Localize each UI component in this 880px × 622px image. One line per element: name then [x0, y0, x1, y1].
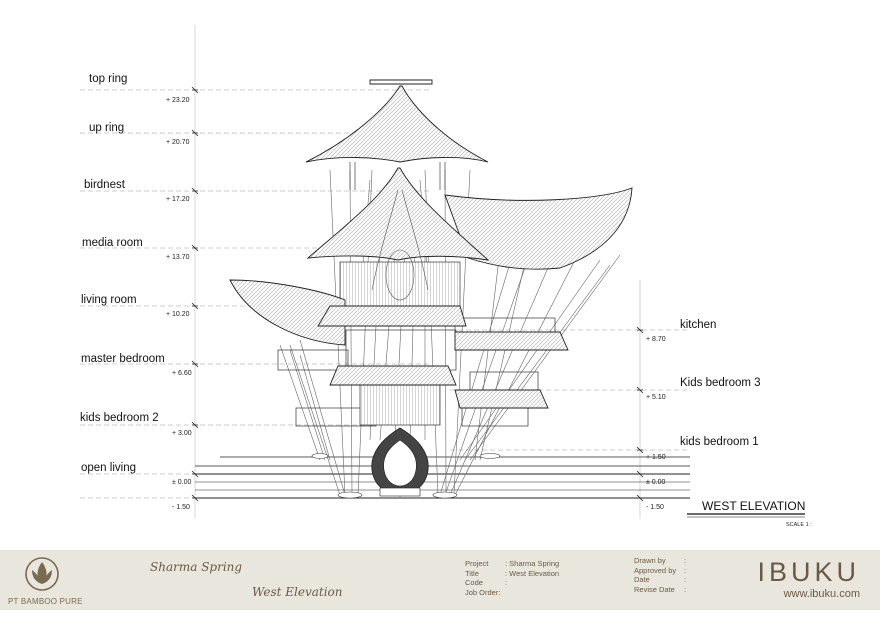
approved-by-colon: :	[684, 565, 687, 575]
level-label-top-ring: top ring	[89, 73, 127, 85]
approved-by-label: Approved by	[634, 565, 677, 575]
level-label-media-room: media room	[82, 237, 143, 249]
level-label-kitchen: kitchen	[680, 319, 716, 331]
level-value-kids-bedroom-1: + 1.50	[646, 454, 666, 461]
code-label: Code	[465, 578, 483, 588]
project-meta: Project : Sharma Spring Title : West Eleva…	[465, 559, 559, 597]
kids-bedroom-3-roof	[454, 389, 549, 409]
level-label-kids-bedroom-3: Kids bedroom 3	[680, 377, 761, 389]
level-label-up-ring: up ring	[89, 122, 124, 134]
level-value-kitchen: + 8.70	[646, 336, 666, 343]
project-value: : Sharma Spring	[505, 559, 560, 568]
job-order-label: Job Order:	[465, 587, 501, 597]
roofs	[229, 79, 633, 409]
living-room-roof	[317, 305, 467, 327]
drawn-by-colon: :	[684, 556, 687, 565]
kitchen-roof	[454, 331, 569, 351]
code-value: :	[505, 578, 508, 588]
level-value-top-ring: + 23.20	[166, 97, 190, 104]
left-swoop-roof	[229, 279, 346, 346]
top-ring-roof	[369, 79, 433, 85]
level-value-basement: - 1.50	[172, 504, 190, 511]
revise-date-label: Revise Date	[634, 584, 675, 594]
title-label: Title	[465, 568, 479, 578]
level-value-living-room: + 10.20	[166, 311, 190, 318]
date-colon: :	[684, 575, 687, 585]
up-ring-roof	[305, 85, 489, 163]
right-level-lines	[450, 329, 690, 499]
revise-date-colon: :	[684, 584, 687, 594]
company-name: PT BAMBOO PURE	[8, 597, 83, 606]
footer-strip	[0, 610, 880, 622]
right-level-labels: kitchen + 8.70 Kids bedroom 3 + 5.10 kid…	[646, 319, 761, 511]
ground-lines	[195, 456, 690, 499]
title-block: PT BAMBOO PURE Sharma Spring West Elevat…	[0, 550, 880, 610]
entrance-arch	[371, 427, 429, 497]
level-label-birdnest: birdnest	[84, 179, 126, 191]
scale-label: SCALE 1 :	[786, 522, 812, 528]
drawn-by-label: Drawn by	[634, 556, 666, 565]
west-elevation-drawing: top ring + 23.20 up ring + 20.70 birdnes…	[80, 25, 812, 528]
brand-url[interactable]: www.ibuku.com	[783, 588, 860, 600]
level-label-kids-bedroom-2: kids bedroom 2	[80, 412, 159, 424]
plinth-stones	[311, 453, 501, 499]
brand-name: IBUKU	[757, 557, 860, 587]
title-value: : West Elevation	[505, 568, 560, 578]
level-value-right-ground: ± 0.00	[646, 479, 666, 486]
master-bedroom-roof	[329, 365, 457, 386]
lotus-logo-icon	[25, 557, 59, 591]
right-swoop-roof	[444, 187, 633, 270]
level-label-kids-bedroom-1: kids bedroom 1	[680, 436, 759, 448]
level-value-kids-bedroom-3: + 5.10	[646, 394, 666, 401]
script-drawing-title: West Elevation	[252, 585, 343, 599]
script-project-name: Sharma Spring	[150, 560, 243, 574]
date-label: Date	[634, 575, 650, 585]
project-label: Project	[465, 559, 489, 568]
left-level-labels: top ring + 23.20 up ring + 20.70 birdnes…	[80, 73, 192, 511]
level-label-master-bedroom: master bedroom	[81, 353, 165, 365]
level-value-right-basement: - 1.50	[646, 504, 664, 511]
level-label-living-room: living room	[81, 294, 137, 306]
level-value-master-bedroom: + 6.60	[172, 370, 192, 377]
level-value-birdnest: + 17.20	[166, 196, 190, 203]
level-value-kids-bedroom-2: + 3.00	[172, 430, 192, 437]
level-value-media-room: + 13.70	[166, 254, 190, 261]
birdnest-roof	[306, 167, 490, 261]
level-label-open-living: open living	[81, 462, 136, 474]
approval-meta: Drawn by: Approved by: Date: Revise Date…	[634, 556, 686, 594]
view-title: WEST ELEVATION	[702, 499, 805, 513]
level-value-open-living: ± 0.00	[172, 479, 192, 486]
level-value-up-ring: + 20.70	[166, 139, 190, 146]
